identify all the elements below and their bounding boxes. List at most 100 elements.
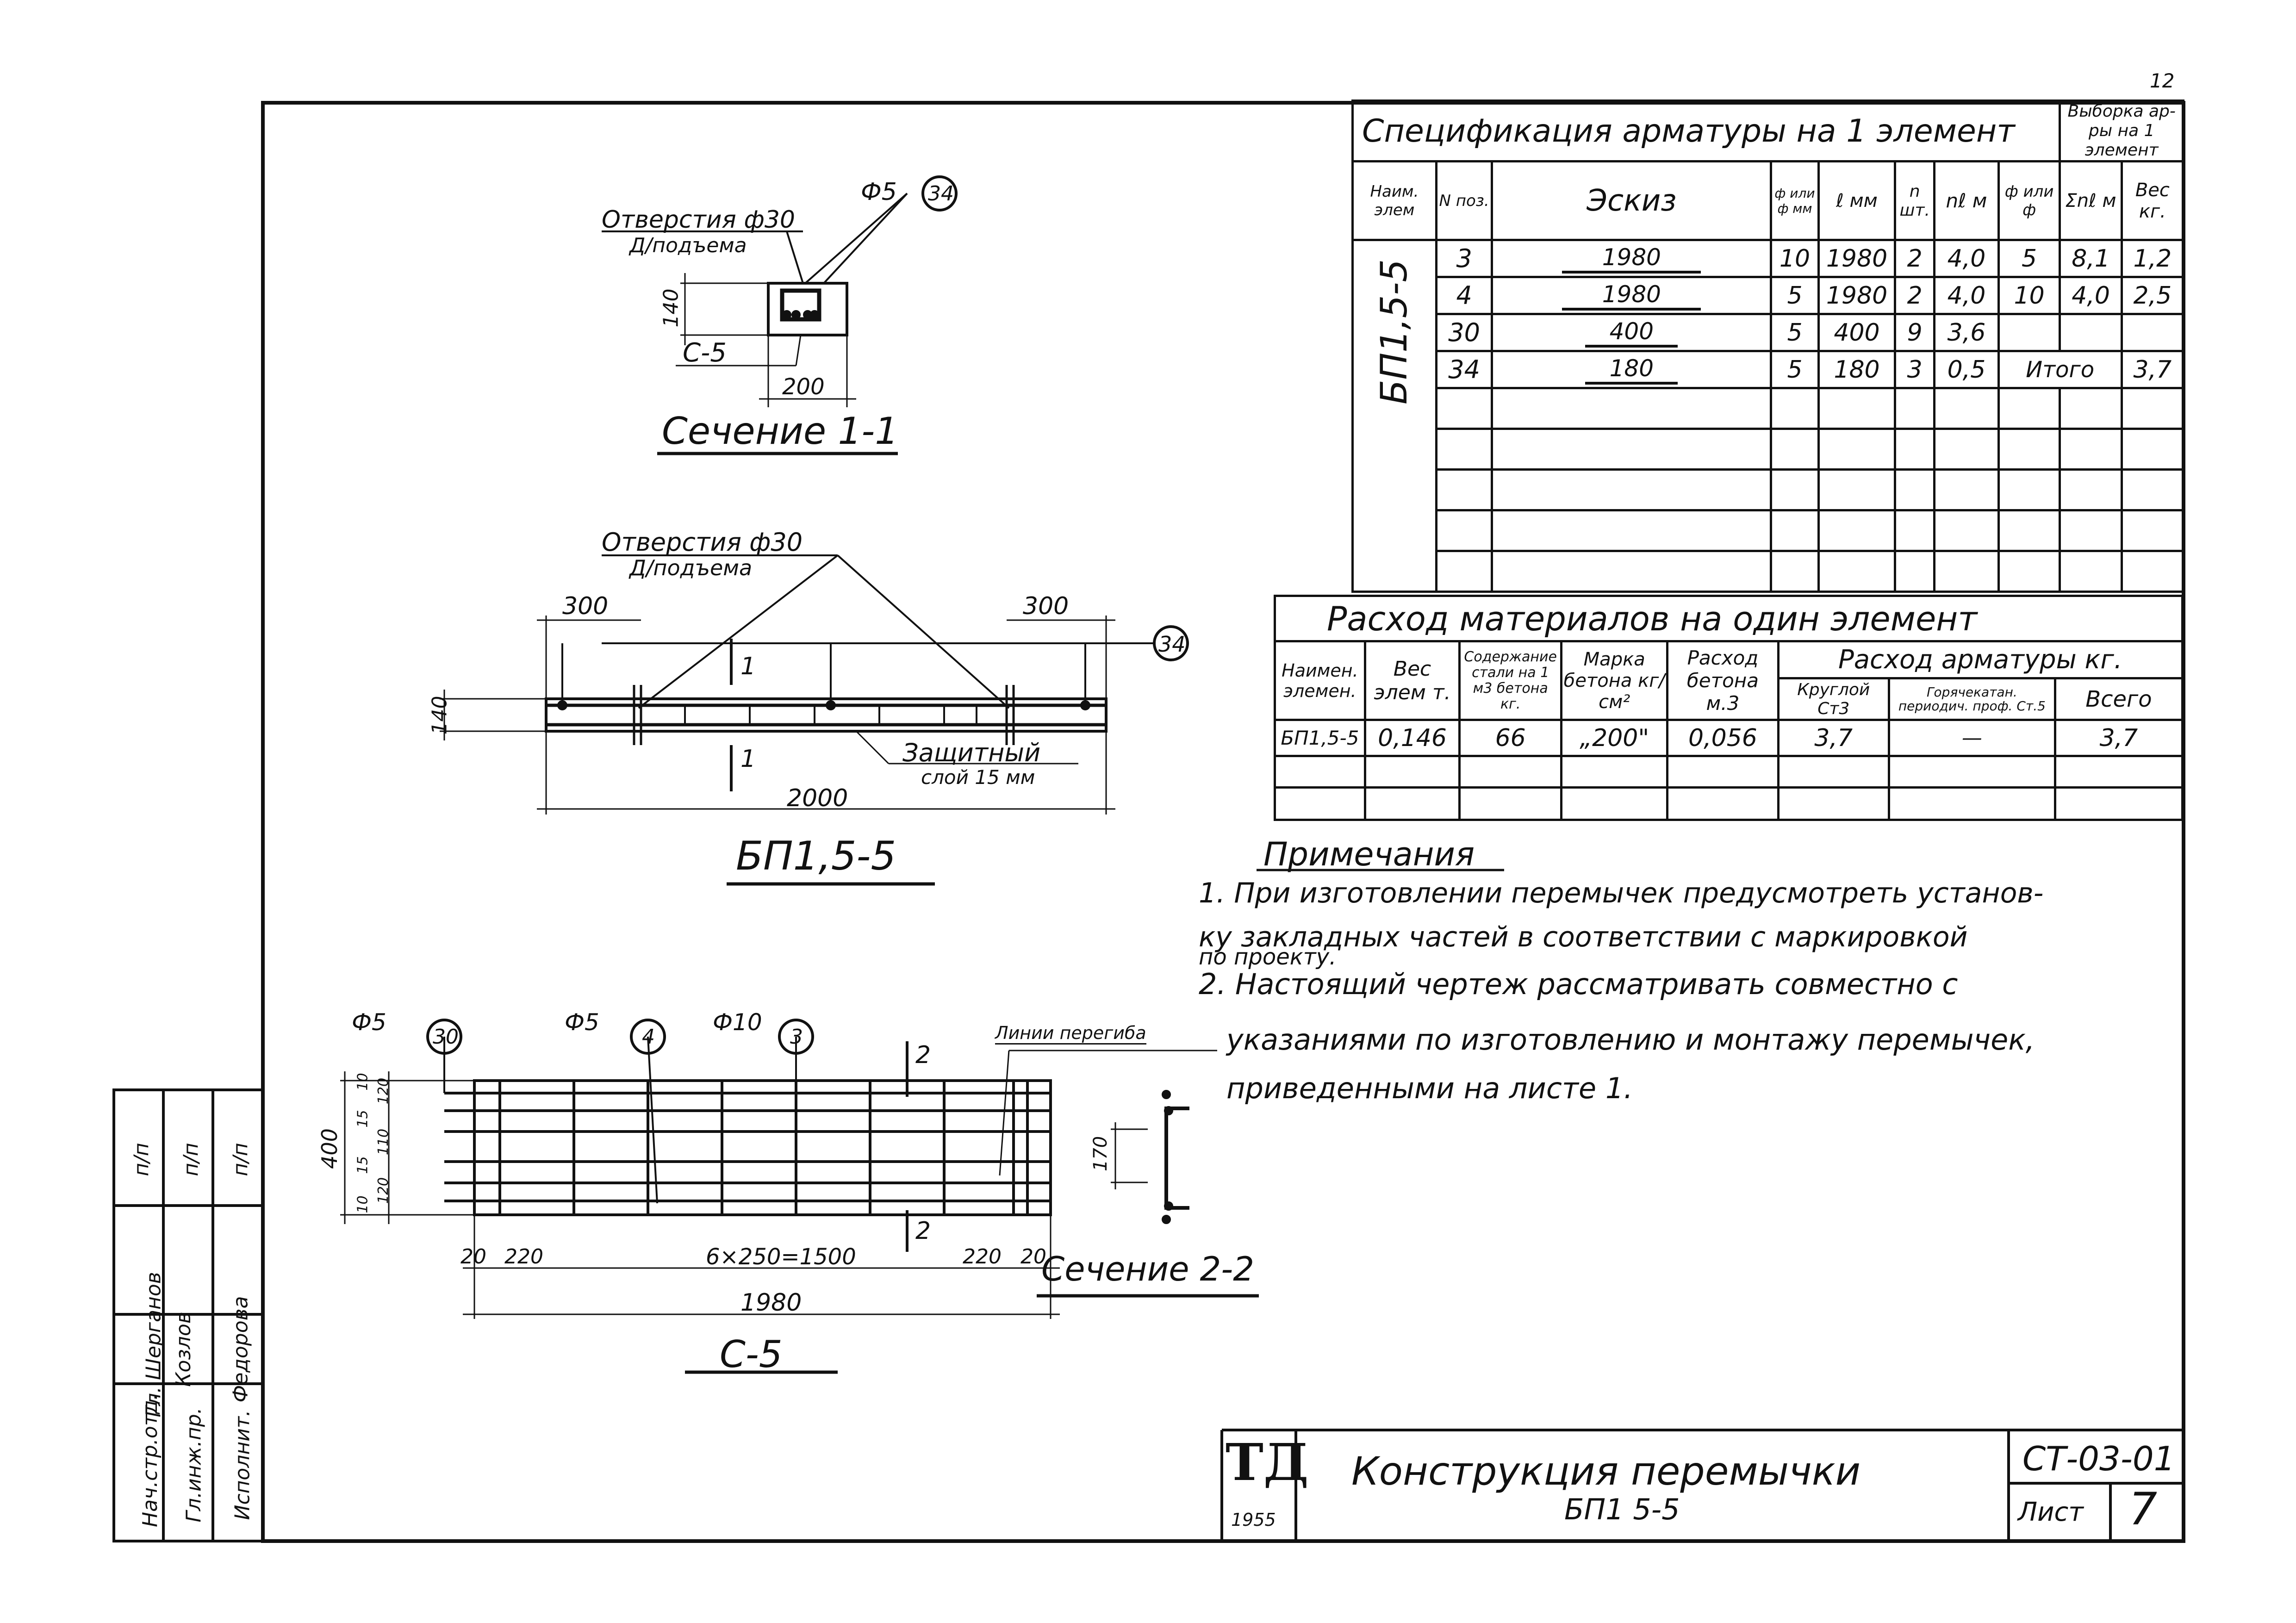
spec-sketch-dim: 180 xyxy=(1585,355,1678,385)
stamp-sig-2: п/п xyxy=(179,1143,203,1176)
spec-cell-sketch: 180 xyxy=(1491,350,1773,389)
spec-header-sketch: Эскиз xyxy=(1491,160,1773,241)
spec-cell-sketch: 1980 xyxy=(1491,239,1773,278)
section-1-1-hole-label: Отверстия ф30 xyxy=(602,206,795,234)
spec-cell-sel-weight: 1,2 xyxy=(2120,239,2185,278)
materials-header-concrete: Расход бетона м.3 xyxy=(1666,640,1780,721)
mesh-dim-220-left: 220 xyxy=(504,1245,543,1269)
mesh-dim-220-right: 220 xyxy=(963,1245,1002,1269)
materials-cell-weight: 0,146 xyxy=(1363,719,1461,757)
spec-cell-dia: 10 xyxy=(1770,239,1820,278)
spec-element-label: БП1,5-5 xyxy=(1373,259,1415,405)
beam-cover-sub: слой 15 мм xyxy=(921,766,1035,789)
spec-sketch-dim: 1980 xyxy=(1562,244,1701,274)
spec-cell-nl: 0,5 xyxy=(1933,350,2000,389)
mesh-dim-length: 1980 xyxy=(740,1289,802,1317)
materials-header-name: Наимен. элемен. xyxy=(1274,640,1366,721)
spec-header-sel-sum: Σnℓ м xyxy=(2059,160,2123,241)
materials-header-hot: Горячекатан. периодич. проф. Ст.5 xyxy=(1887,677,2056,721)
section-1-1-dim-height: 140 xyxy=(659,288,683,328)
section-1-1-dim-width: 200 xyxy=(782,374,825,400)
materials-header-grade: Марка бетона кг/см² xyxy=(1560,640,1669,721)
materials-table: Расход материалов на один элемент Наимен… xyxy=(1274,595,2184,821)
spec-cell-pos: 34 xyxy=(1435,350,1493,389)
spec-cell-total-label: Итого xyxy=(1997,350,2123,389)
notes-line-2a: 2. Настоящий чертеж рассматривать совмес… xyxy=(1199,967,1958,1001)
mesh-cut-mark-top: 2 xyxy=(915,1041,931,1069)
spec-row: 30 400 5 400 9 3,6 xyxy=(1353,313,2185,352)
mesh-label-pos-2: 4 xyxy=(642,1025,655,1049)
spec-cell-dia: 5 xyxy=(1770,276,1820,315)
materials-cell-hot: — xyxy=(1887,719,2056,757)
materials-cell-total: 3,7 xyxy=(2053,719,2184,757)
spec-cell-nl: 4,0 xyxy=(1933,276,2000,315)
stamp-sig-1: п/п xyxy=(130,1143,154,1176)
beam-dim-height: 140 xyxy=(428,696,452,735)
drawing-title-2: БП1 5-5 xyxy=(1564,1492,1680,1526)
spec-cell-len: 1980 xyxy=(1817,276,1897,315)
spec-table: Спецификация арматуры на 1 элемент Выбор… xyxy=(1351,99,2185,593)
mesh-dim-v-1: 10 xyxy=(355,1073,371,1091)
drawing-title-1: Конструкция перемычки xyxy=(1351,1449,1861,1494)
mesh-label-dia-2: Ф5 xyxy=(565,1009,599,1036)
spec-cell-pos: 3 xyxy=(1435,239,1493,278)
materials-header-round: Круглой Ст3 xyxy=(1777,677,1890,721)
spec-header-sel-weight: Вес кг. xyxy=(2120,160,2185,241)
mesh-dim-spacing: 6×250=1500 xyxy=(706,1244,856,1270)
mesh-bend-label: Линии перегиба xyxy=(995,1023,1146,1045)
mesh-dim-v-3: 120 xyxy=(375,1077,392,1105)
mesh-cut-mark-bottom: 2 xyxy=(915,1217,931,1245)
beam-cover-label: Защитный xyxy=(902,738,1041,767)
spec-row: 4 1980 5 1980 2 4,0 10 4,0 2,5 xyxy=(1353,276,2185,315)
mesh-dim-20-right: 20 xyxy=(1020,1245,1046,1269)
section-1-1-mesh-label: С-5 xyxy=(683,338,727,368)
materials-header-steel: Содержание стали на 1 м3 бетона кг. xyxy=(1458,640,1563,721)
section-2-2-dim: 170 xyxy=(1090,1136,1112,1172)
notes-line-2b: указаниями по изготовлению и монтажу пер… xyxy=(1226,1023,2035,1057)
section-1-1-hole-sub: Д/подъема xyxy=(629,234,747,257)
page-number: 12 xyxy=(2150,69,2175,92)
beam-dim-length: 2000 xyxy=(787,784,848,812)
spec-cell-nl: 3,6 xyxy=(1933,313,2000,352)
spec-selection-title: Выборка ар-ры на 1 элемент xyxy=(2059,99,2184,162)
mesh-dim-v-4: 110 xyxy=(375,1128,392,1156)
spec-row: 34 180 5 180 3 0,5 Итого 3,7 xyxy=(1353,350,2185,389)
spec-sketch-dim: 1980 xyxy=(1562,281,1701,311)
sheet-number: 7 xyxy=(2129,1483,2158,1535)
spec-cell-sel-dia: 10 xyxy=(1997,276,2061,315)
spec-cell-sel-sum xyxy=(2059,313,2123,352)
spec-element-name: БП1,5-5 xyxy=(1351,239,1437,593)
section-1-1-title: Сечение 1-1 xyxy=(662,410,899,453)
materials-cell-round: 3,7 xyxy=(1777,719,1890,757)
title-year: 1955 xyxy=(1231,1510,1276,1530)
mesh-dim-v-5: 15 xyxy=(355,1156,371,1174)
beam-dim-left: 300 xyxy=(562,592,609,620)
beam-hole-label: Отверстия ф30 xyxy=(602,528,803,557)
spec-header-dia: ф или ф мм xyxy=(1770,160,1820,241)
spec-cell-sel-dia: 5 xyxy=(1997,239,2061,278)
spec-cell-sel-sum: 4,0 xyxy=(2059,276,2123,315)
drawing-code: СТ-03-01 xyxy=(2022,1439,2175,1478)
materials-cell-name: БП1,5-5 xyxy=(1274,719,1366,757)
spec-header-nl: nℓ м xyxy=(1933,160,2000,241)
materials-header-weight: Вес элем т. xyxy=(1363,640,1461,721)
stamp-name-1: Гл. Шерганов xyxy=(142,1272,166,1418)
spec-cell-n: 9 xyxy=(1894,313,1936,352)
mesh-dim-v-6: 120 xyxy=(375,1177,392,1204)
spec-cell-nl: 4,0 xyxy=(1933,239,2000,278)
stamp-name-2: Козлов xyxy=(171,1312,195,1387)
beam-title: БП1,5-5 xyxy=(736,833,896,879)
notes-line-2c: приведенными на листе 1. xyxy=(1226,1071,1633,1105)
notes-title: Примечания xyxy=(1263,835,1475,873)
beam-cut-mark-top: 1 xyxy=(740,653,756,680)
spec-cell-dia: 5 xyxy=(1770,313,1820,352)
stamp-sig-3: п/п xyxy=(229,1143,253,1176)
spec-header-sel-dia: ф или ф xyxy=(1997,160,2061,241)
spec-header-name: Наим. элем xyxy=(1351,160,1437,241)
spec-header-pos: N поз. xyxy=(1435,160,1493,241)
spec-cell-len: 180 xyxy=(1817,350,1897,389)
spec-cell-total-weight: 3,7 xyxy=(2120,350,2185,389)
mesh-dim-v-7: 10 xyxy=(355,1195,371,1213)
mesh-dim-v-2: 15 xyxy=(355,1110,371,1128)
